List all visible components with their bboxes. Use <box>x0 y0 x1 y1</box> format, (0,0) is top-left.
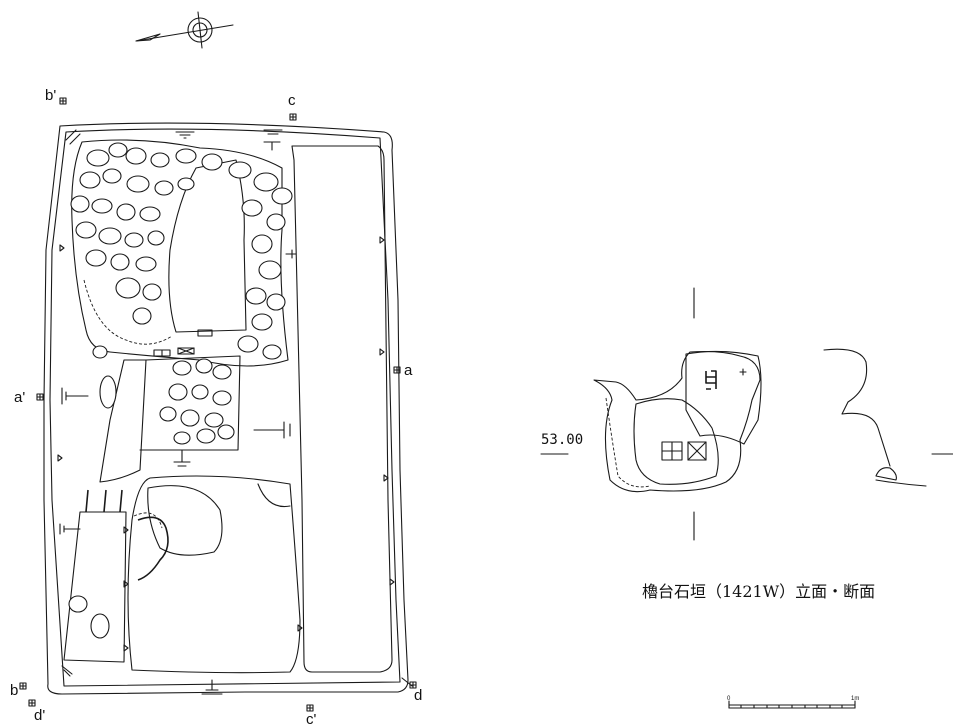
label-b-prime-top: b' <box>45 87 56 104</box>
lower-pit <box>127 475 301 674</box>
label-c-prime-bottom: c' <box>306 711 317 728</box>
elevation-section-view: 53.00 櫓台石垣（1421W）立面・断面 <box>540 287 953 601</box>
scale-end-label: 1m <box>851 696 859 702</box>
level-marks <box>59 129 413 695</box>
scale-bar: 0 1m <box>727 696 859 709</box>
right-channel <box>291 145 393 673</box>
label-c-top: c <box>288 92 296 109</box>
excavation-outline <box>43 122 409 695</box>
lower-left-trench <box>63 511 127 663</box>
label-a-right: a <box>404 362 413 379</box>
stone-cluster-middle <box>68 358 235 639</box>
section-profile <box>823 348 891 467</box>
scale-start-label: 0 <box>727 696 731 702</box>
label-b-bottom: b <box>10 682 18 699</box>
grid-point-icons <box>19 97 417 712</box>
label-a-prime-left: a' <box>14 389 25 406</box>
swastika-mark-icon <box>705 370 717 390</box>
upper-pit <box>71 139 289 367</box>
north-arrow-icon <box>135 11 234 49</box>
plan-view: b' c a a' b d' c' d <box>10 87 422 728</box>
elevation-label: 53.00 <box>541 432 583 448</box>
brick-marks <box>153 329 213 357</box>
label-d-bottom: d <box>414 687 422 704</box>
stone-cluster-upper <box>70 142 293 360</box>
label-d-prime-bottom: d' <box>34 707 45 724</box>
section-caption: 櫓台石垣（1421W）立面・断面 <box>642 582 875 601</box>
boundary-ticks <box>57 236 395 652</box>
